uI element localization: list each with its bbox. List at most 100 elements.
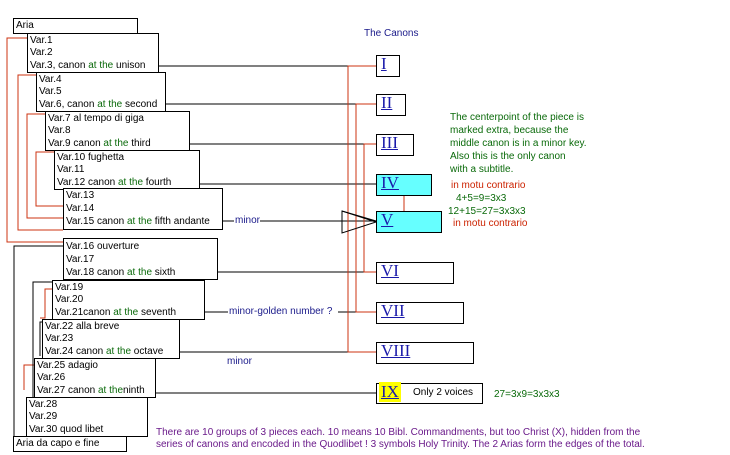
var-row-canon: Var.18 canon at the sixth	[66, 267, 175, 279]
var-row: Var.7 al tempo di giga	[48, 113, 144, 124]
group-box-9: Var.25 adagio Var.26 Var.27 canon at the…	[34, 358, 156, 398]
var-row: Var.11	[57, 164, 85, 175]
equation-2: 12+15=27=3x3x3	[448, 206, 526, 217]
var-row: Var.29	[29, 411, 58, 422]
aria-box: Aria	[13, 18, 138, 34]
canon-marker: at the	[97, 99, 123, 110]
var-row: Var.26	[37, 372, 66, 383]
roman-numeral: V	[381, 210, 394, 229]
var-row-canon: Var.24 canon at the octave	[45, 346, 163, 358]
var-text: Var.18 canon	[66, 267, 127, 278]
canon-marker: at the	[126, 267, 153, 278]
var-row-canon: Var.21canon at the seventh	[55, 307, 176, 319]
bracket-I-VIII	[347, 65, 376, 353]
bracket-group-9	[23, 364, 34, 390]
var-row-canon: Var.12 canon at the fourth	[57, 177, 171, 189]
var-row: Var.5	[39, 86, 62, 97]
roman-numeral: VI	[381, 261, 399, 280]
roman-numeral: IV	[381, 173, 399, 192]
var-row: Var.30 quod libet	[29, 424, 104, 435]
var-row: Var.4	[39, 74, 62, 85]
roman-numeral: IX	[379, 382, 401, 402]
var-row-canon: Var.15 canon at the fifth andante	[66, 216, 210, 228]
canon-marker: at the	[88, 60, 114, 71]
canon-interval: third	[128, 138, 151, 149]
bracket-group-1	[6, 37, 63, 243]
var-row: Var.13	[66, 190, 95, 201]
var-row: Var.20	[55, 294, 84, 305]
center-marker	[341, 210, 378, 234]
var-text: Var.6, canon	[39, 99, 98, 110]
left-brackets-black	[13, 245, 63, 440]
canon-interval: octave	[131, 346, 164, 357]
canon-box-VII: VII	[376, 301, 464, 324]
bracket-group-2	[17, 74, 63, 231]
canon-box-III: III	[376, 133, 414, 156]
roman-numeral: II	[381, 93, 393, 112]
bracket-group-6	[13, 245, 63, 440]
note-line: middle canon is in a minor key.	[450, 138, 587, 149]
group-box-2: Var.4 Var.5 Var.6, canon at the second	[36, 72, 166, 112]
var-row-canon: Var.3, canon at the unison	[30, 60, 145, 72]
group-box-6: Var.16 ouverture Var.17 Var.18 canon at …	[63, 238, 218, 280]
aria-label: Aria	[16, 20, 34, 31]
var-row: Var.22 alla breve	[45, 321, 120, 332]
var-row-canon: Var.27 canon at theninth	[37, 385, 145, 397]
canon-interval: fourth	[143, 177, 172, 188]
motu-contrario-1: in motu contrario	[451, 180, 526, 191]
bracket-group-7	[40, 288, 52, 319]
minor-label-3: minor	[227, 356, 253, 367]
bracket-III-VI	[363, 143, 376, 273]
canon-label: Only 2 voices	[413, 387, 474, 398]
canon-interval: sixth	[152, 267, 176, 278]
var-row: Var.14	[66, 203, 95, 214]
canon-marker: at the	[103, 138, 129, 149]
marker-line-top	[341, 210, 377, 222]
var-row: Var.2	[30, 47, 53, 58]
var-text: Var.27 canon	[37, 385, 98, 396]
canon-interval: unison	[113, 60, 146, 71]
canon-box-VI: VI	[376, 261, 454, 284]
var-text: Var.9 canon	[48, 138, 104, 149]
note-line: Also this is the only canon	[450, 151, 566, 162]
footer-line-2: series of canons and encoded in the Quod…	[156, 439, 645, 450]
canon-interval: second	[122, 99, 158, 110]
var-text: Var.15 canon	[66, 216, 127, 227]
canon-box-V: V	[376, 210, 442, 233]
var-text: Var.3, canon	[30, 60, 89, 71]
footer-line-1: There are 10 groups of 3 pieces each. 10…	[156, 427, 641, 438]
group-box-1: Var.1 Var.2 Var.3, canon at the unison	[27, 33, 159, 73]
aria-end-box: Aria da capo e fine	[13, 436, 127, 452]
canon-interval: seventh	[138, 307, 177, 318]
canon-box-IV: IV	[376, 173, 432, 196]
roman-numeral: VII	[381, 301, 405, 320]
bracket-group-7b	[32, 281, 52, 398]
note-line: with a subtitle.	[450, 164, 514, 175]
var-row: Var.23	[45, 333, 74, 344]
canon-interval: ninth	[123, 385, 145, 396]
roman-numeral: I	[381, 54, 387, 73]
group-box-4: Var.10 fughetta Var.11 Var.12 canon at t…	[54, 150, 200, 190]
var-row-canon: Var.9 canon at the third	[48, 138, 151, 150]
triangle-marker	[341, 210, 378, 234]
canon-marker: at the	[97, 385, 124, 396]
group-box-10: Var.28 Var.29 Var.30 quod libet	[26, 397, 148, 437]
bracket-group-3	[26, 113, 63, 219]
motu-contrario-2: in motu contrario	[453, 218, 528, 229]
bracket-group-8	[39, 321, 42, 356]
roman-numeral: III	[381, 133, 398, 152]
canon-marker: at the	[105, 346, 132, 357]
canon-interval: fifth andante	[152, 216, 210, 227]
note-line: marked extra, because the	[450, 125, 569, 136]
var-row: Var.17	[66, 254, 95, 265]
diagram-title: The Canons	[364, 28, 419, 39]
minor-label-1: minor	[235, 215, 261, 226]
var-text: Var.12 canon	[57, 177, 118, 188]
var-row: Var.25 adagio	[37, 360, 98, 371]
var-row: Var.1	[30, 35, 53, 46]
group-box-3: Var.7 al tempo di giga Var.8 Var.9 canon…	[45, 111, 190, 151]
aria-end-label: Aria da capo e fine	[16, 438, 100, 449]
canon-box-VIII: VIII	[376, 341, 474, 364]
